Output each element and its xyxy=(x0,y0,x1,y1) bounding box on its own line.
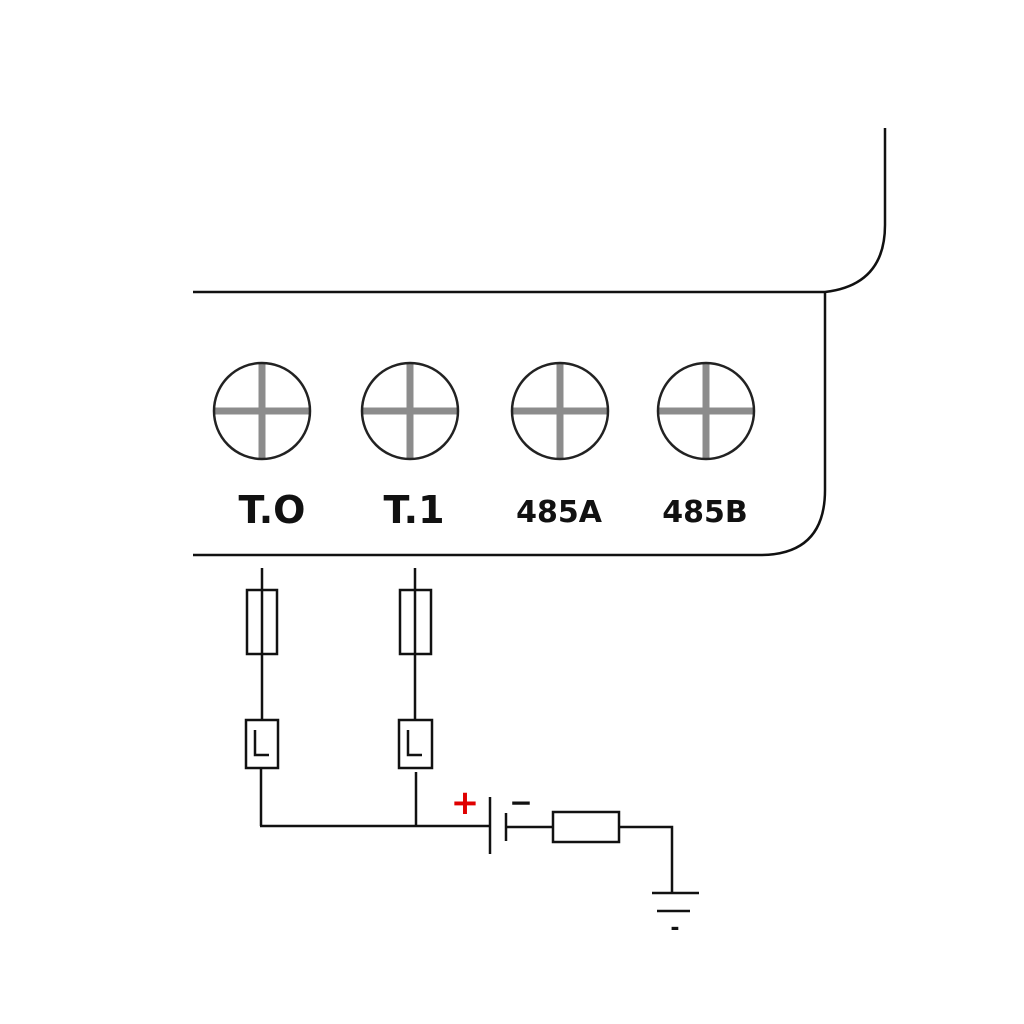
fuse-icon xyxy=(398,588,433,656)
terminal-label-t1: T.1 xyxy=(383,488,444,532)
enclosure-upper xyxy=(193,128,887,294)
circuit xyxy=(244,568,699,913)
terminal-screw-t0 xyxy=(212,361,312,461)
terminals: T.O T.1 485A 485B xyxy=(212,361,756,532)
fuse-icon xyxy=(245,588,279,656)
terminal-screw-t1 xyxy=(360,361,460,461)
terminal-label-485b: 485B xyxy=(662,495,748,530)
ground-minus-symbol: - xyxy=(670,916,679,941)
battery-plus-symbol: + xyxy=(451,783,480,823)
sensor-box-t1 xyxy=(397,718,434,770)
fuse-icon xyxy=(551,810,621,844)
terminal-label-t0: T.O xyxy=(239,488,306,532)
terminal-label-485a: 485A xyxy=(516,495,603,530)
sensor-l-glyph xyxy=(253,730,269,757)
terminal-screw-485a xyxy=(510,361,610,461)
sensor-box-t0 xyxy=(244,718,280,770)
terminal-screw-485b xyxy=(656,361,756,461)
enclosure-terminal-block xyxy=(193,292,827,557)
battery-minus-symbol: − xyxy=(509,786,532,819)
sensor-l-glyph xyxy=(406,730,422,757)
ground-wire xyxy=(619,825,674,893)
